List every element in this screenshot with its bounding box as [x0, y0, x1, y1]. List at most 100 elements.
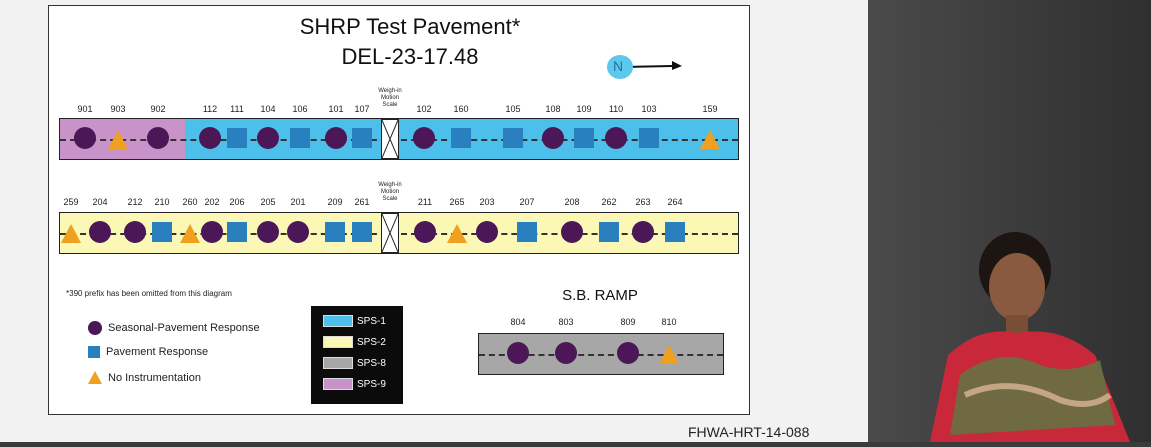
section-106-square-icon [290, 128, 310, 148]
section-809-circle-icon [617, 342, 639, 364]
section-160-square-icon [451, 128, 471, 148]
weigh-in-motion-label-2: Weigh-in Motion Scale [378, 182, 402, 202]
section-208-label: 208 [564, 197, 580, 207]
section-110-label: 110 [608, 104, 624, 114]
section-205-circle-icon [257, 221, 279, 243]
section-203-circle-icon [476, 221, 498, 243]
diagram-title: SHRP Test Pavement* [299, 14, 521, 39]
sps-label: SPS-8 [357, 357, 386, 369]
section-110-circle-icon [605, 127, 627, 149]
section-809-label: 809 [620, 317, 636, 327]
sps-swatch [323, 336, 353, 348]
section-107-square-icon [352, 128, 372, 148]
section-107-label: 107 [354, 104, 370, 114]
section-261-label: 261 [354, 197, 370, 207]
section-260-label: 260 [182, 197, 198, 207]
section-265-label: 265 [449, 197, 465, 207]
section-212-label: 212 [127, 197, 143, 207]
section-102-label: 102 [416, 104, 432, 114]
section-108-circle-icon [542, 127, 564, 149]
section-810-label: 810 [661, 317, 677, 327]
section-109-label: 109 [576, 104, 592, 114]
weigh-in-motion-scale-lane-1 [381, 119, 399, 159]
legend-label: Seasonal-Pavement Response [108, 322, 260, 334]
diagram-subtitle: DEL-23-17.48 [341, 44, 479, 69]
legend-label: No Instrumentation [108, 371, 201, 384]
section-210-square-icon [152, 222, 172, 242]
section-903-triangle-icon [108, 130, 128, 149]
section-260-triangle-icon [180, 224, 200, 243]
sps-label: SPS-9 [357, 378, 386, 390]
weigh-in-motion-label-1: Weigh-in Motion Scale [378, 88, 402, 108]
section-108-label: 108 [545, 104, 561, 114]
section-103-square-icon [639, 128, 659, 148]
section-803-label: 803 [558, 317, 574, 327]
section-101-circle-icon [325, 127, 347, 149]
lane-2-southbound [59, 212, 739, 254]
legend-item-pavement: Pavement Response [88, 346, 208, 358]
section-105-square-icon [503, 128, 523, 148]
section-106-label: 106 [292, 104, 308, 114]
section-203-label: 203 [479, 197, 495, 207]
section-205-label: 205 [260, 197, 276, 207]
sps-legend-box: SPS-1 SPS-2 SPS-8 SPS-9 [311, 306, 403, 404]
north-arrow-icon: N [596, 52, 686, 82]
section-264-square-icon [665, 222, 685, 242]
section-105-label: 105 [505, 104, 521, 114]
section-204-circle-icon [89, 221, 111, 243]
legend-label: Pavement Response [106, 346, 209, 358]
section-160-label: 160 [453, 104, 469, 114]
section-264-label: 264 [667, 197, 683, 207]
section-109-square-icon [574, 128, 594, 148]
section-810-triangle-icon [659, 345, 679, 364]
section-263-label: 263 [635, 197, 651, 207]
section-204-label: 204 [92, 197, 108, 207]
square-icon [88, 346, 100, 358]
section-111-label: 111 [230, 104, 244, 114]
section-202-circle-icon [201, 221, 223, 243]
section-104-label: 104 [260, 104, 276, 114]
section-104-circle-icon [257, 127, 279, 149]
section-102-circle-icon [413, 127, 435, 149]
section-265-triangle-icon [447, 224, 467, 243]
section-262-label: 262 [601, 197, 617, 207]
section-902-label: 902 [150, 104, 166, 114]
legend-item-none: No Instrumentation [88, 371, 201, 384]
section-259-label: 259 [63, 197, 79, 207]
section-201-circle-icon [287, 221, 309, 243]
section-208-circle-icon [561, 221, 583, 243]
section-206-label: 206 [229, 197, 245, 207]
section-112-label: 112 [202, 104, 218, 114]
figure-credit: FHWA-HRT-14-088 [688, 424, 810, 440]
section-202-label: 202 [204, 197, 220, 207]
section-201-label: 201 [290, 197, 306, 207]
sps-swatch [323, 378, 353, 390]
section-159-triangle-icon [700, 130, 720, 149]
sps-swatch [323, 357, 353, 369]
presenter-webcam-image [920, 225, 1150, 442]
sps-legend-row: SPS-9 [323, 378, 386, 390]
section-901-label: 901 [77, 104, 93, 114]
sps-legend-row: SPS-2 [323, 336, 386, 348]
triangle-icon [88, 371, 102, 384]
north-label: N [613, 58, 624, 74]
section-101-label: 101 [328, 104, 344, 114]
section-211-label: 211 [417, 197, 433, 207]
section-209-label: 209 [327, 197, 343, 207]
section-207-square-icon [517, 222, 537, 242]
section-902-circle-icon [147, 127, 169, 149]
section-211-circle-icon [414, 221, 436, 243]
section-209-square-icon [325, 222, 345, 242]
section-207-label: 207 [519, 197, 535, 207]
section-206-square-icon [227, 222, 247, 242]
section-259-triangle-icon [61, 224, 81, 243]
legend-item-seasonal: Seasonal-Pavement Response [88, 321, 260, 335]
section-261-square-icon [352, 222, 372, 242]
circle-icon [88, 321, 102, 335]
section-263-circle-icon [632, 221, 654, 243]
section-903-label: 903 [110, 104, 126, 114]
section-112-circle-icon [199, 127, 221, 149]
section-159-label: 159 [702, 104, 718, 114]
section-804-label: 804 [510, 317, 526, 327]
section-901-circle-icon [74, 127, 96, 149]
